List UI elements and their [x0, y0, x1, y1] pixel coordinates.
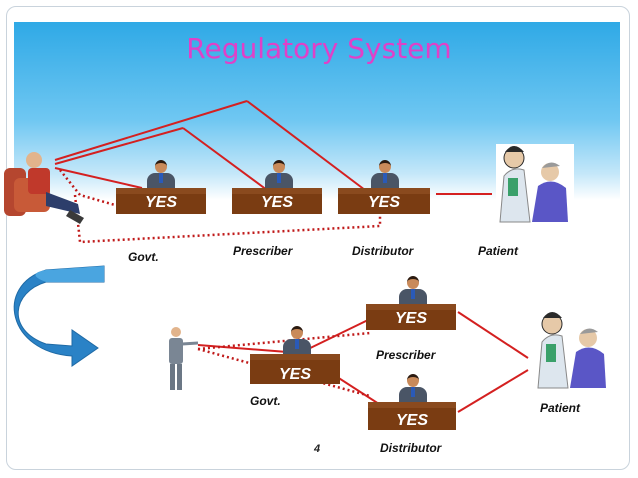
- curved-arrow-icon: [13, 265, 105, 367]
- label-distributor-top: Distributor: [352, 244, 414, 258]
- line-govt-desk: [54, 167, 143, 189]
- doctor-patient-icon-top: [496, 144, 574, 224]
- label-patient-top: Patient: [478, 244, 519, 258]
- line-peak-distributor: [246, 100, 366, 191]
- label-prescriber-bottom: Prescriber: [376, 348, 436, 362]
- doctor-patient-icon-bottom: [537, 312, 606, 389]
- desk-govt-bottom: YES: [250, 354, 340, 384]
- top-dotted-lines: [59, 169, 382, 244]
- yes-label: YES: [366, 310, 456, 330]
- top-connector-lines: [54, 100, 492, 195]
- label-govt-bottom: Govt.: [250, 394, 281, 408]
- desk-distributor-bottom: YES: [368, 402, 456, 430]
- government-official-icon: [4, 152, 84, 224]
- label-govt-top: Govt.: [128, 250, 159, 264]
- desk-distributor-top: YES: [338, 188, 430, 214]
- desk-prescriber-top: YES: [232, 188, 322, 214]
- line-peak2-prescriber: [182, 127, 268, 191]
- yes-label: YES: [368, 408, 456, 430]
- slide-title: Regulatory System: [186, 32, 452, 65]
- yes-label: YES: [232, 194, 322, 214]
- official-icon: [398, 276, 428, 306]
- desk-prescriber-bottom: YES: [366, 304, 456, 330]
- yes-label: YES: [338, 194, 430, 214]
- yes-label: YES: [116, 194, 206, 214]
- official-icon: [146, 160, 176, 190]
- official-icon: [398, 374, 428, 404]
- official-icon: [264, 160, 294, 190]
- yes-label: YES: [250, 360, 340, 384]
- line-govt-peak: [54, 100, 248, 161]
- line-prescriber-patient: [457, 311, 529, 359]
- label-prescriber-top: Prescriber: [233, 244, 293, 258]
- dotted-line-govt-desk: [59, 169, 116, 207]
- officer-icon: [169, 327, 199, 390]
- official-icon: [370, 160, 400, 190]
- desk-govt-top: YES: [116, 188, 206, 214]
- official-icon: [282, 326, 312, 356]
- line-distributor-patient-2: [457, 369, 529, 413]
- line-govt-peak2: [54, 127, 184, 165]
- label-distributor-bottom: Distributor: [380, 441, 442, 455]
- label-patient-bottom: Patient: [540, 401, 581, 415]
- slide-border: [6, 6, 630, 470]
- page-number: 4: [314, 443, 321, 455]
